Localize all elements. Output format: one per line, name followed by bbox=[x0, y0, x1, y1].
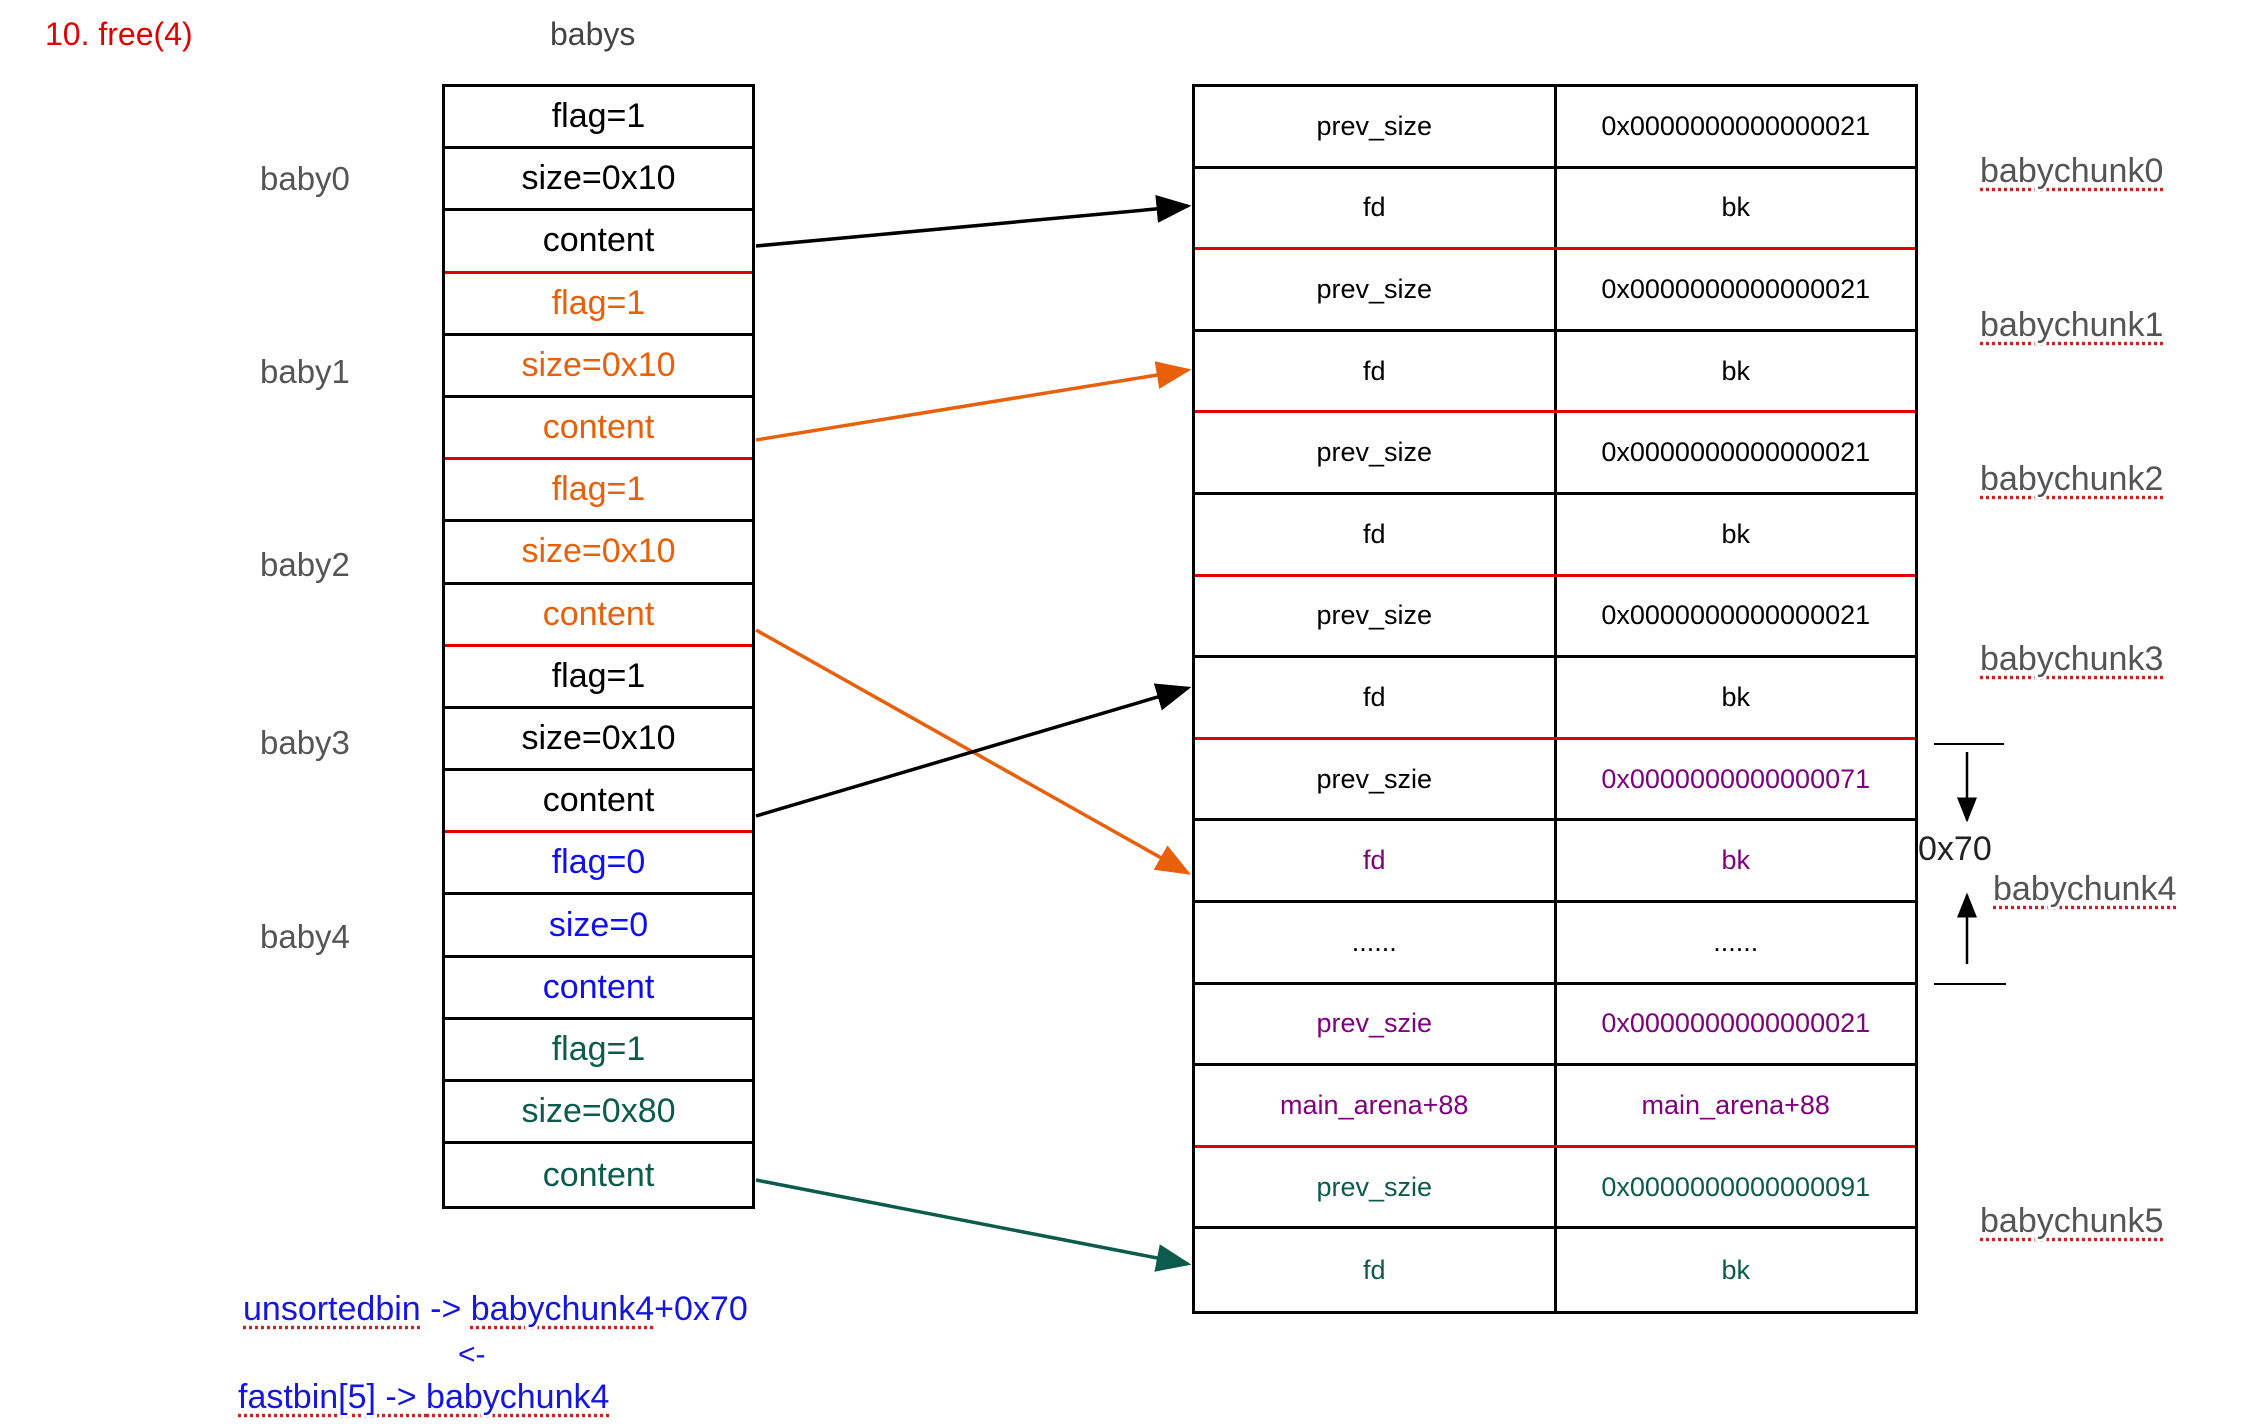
babys-cell: content bbox=[445, 958, 752, 1020]
chunk-label-0: babychunk0 bbox=[1980, 152, 2164, 190]
babys-cell: size=0x10 bbox=[445, 522, 752, 585]
babychunk4-text-1: babychunk4 bbox=[470, 1290, 655, 1328]
baby-label-1: baby1 bbox=[260, 353, 350, 390]
chunk-cell-left: fd bbox=[1195, 658, 1557, 737]
babys-cell: flag=1 bbox=[445, 647, 752, 709]
chunk-cell-left: prev_size bbox=[1195, 413, 1557, 492]
babys-cell: flag=1 bbox=[445, 274, 752, 336]
chunk-cell-right: bk bbox=[1721, 845, 1751, 876]
size-annotation: 0x70 bbox=[1918, 830, 1992, 868]
chunk-cell-left: fd bbox=[1195, 1229, 1557, 1311]
chunk-row: prev_szie 0x0000000000000091 bbox=[1195, 1147, 1915, 1230]
babys-cell: flag=1 bbox=[445, 460, 752, 523]
babys-cell: content bbox=[542, 1155, 655, 1194]
babys-cell: size=0x10 bbox=[445, 709, 752, 772]
babys-cell: flag=1 bbox=[445, 87, 752, 150]
chunk-cell-right: bk bbox=[1721, 192, 1751, 223]
arrow-baby0-content bbox=[755, 194, 1192, 248]
step-title: 10. free(4) bbox=[45, 16, 193, 52]
link-arrow-note: <- bbox=[458, 1338, 486, 1371]
babys-cell: content bbox=[445, 211, 752, 274]
chunk-row: prev_szie 0x0000000000000021 bbox=[1195, 984, 1915, 1067]
chunk-row: prev_size 0x0000000000000021 bbox=[1195, 413, 1915, 495]
chunk-row: fd bk bbox=[1195, 331, 1915, 414]
chunk-cell-right: 0x0000000000000021 bbox=[1601, 437, 1871, 468]
babys-cell: size=0 bbox=[445, 895, 752, 958]
chunk-cell-right: 0x0000000000000071 bbox=[1601, 763, 1871, 794]
chunk-cell-right: 0x0000000000000021 bbox=[1601, 110, 1871, 141]
chunk-cell-left: fd bbox=[1195, 494, 1557, 574]
babys-cell: content bbox=[445, 771, 752, 834]
chunk-cell-left: fd bbox=[1195, 821, 1557, 900]
chunk-row: fd bk bbox=[1195, 168, 1915, 251]
babys-cell: flag=1 bbox=[445, 1020, 752, 1082]
arrow-baby1-content bbox=[755, 361, 1192, 442]
chunk-cell-left: prev_szie bbox=[1195, 739, 1557, 819]
babys-title: babys bbox=[550, 16, 636, 52]
babys-cell: content bbox=[445, 585, 752, 647]
chunk-table: prev_size 0x0000000000000021 fd bk prev_size… bbox=[1192, 84, 1918, 1314]
baby-label-0: baby0 bbox=[260, 160, 350, 197]
chunk-label-4: babychunk4 bbox=[1993, 870, 2177, 908]
offset-text: +0x70 bbox=[654, 1290, 748, 1328]
chunk-row: fd bk bbox=[1195, 1229, 1915, 1311]
chunk-cell-right: bk bbox=[1721, 1254, 1751, 1285]
babys-cell: size=0x10 bbox=[445, 336, 752, 398]
chunk-row: ............ bbox=[1195, 902, 1915, 985]
chunk-row: fd bk bbox=[1195, 821, 1915, 903]
chunk-cell-left: main_arena+88 bbox=[1195, 1066, 1557, 1145]
arrow-text-1: -> bbox=[420, 1290, 471, 1328]
babys-cell: content bbox=[445, 398, 752, 461]
chunk-cell-left: fd bbox=[1195, 331, 1557, 411]
chunk-label-5: babychunk5 bbox=[1980, 1202, 2164, 1240]
chunk-cell-right: 0x0000000000000021 bbox=[1601, 600, 1871, 631]
chunk-cell-left: fd bbox=[1195, 168, 1557, 248]
arrow-baby3-content bbox=[755, 683, 1192, 818]
chunk-row: prev_size 0x0000000000000021 bbox=[1195, 576, 1915, 659]
arrow-baby5-content bbox=[755, 1178, 1192, 1272]
chunk-cell-right: bk bbox=[1721, 518, 1751, 549]
chunk-row: fd bk bbox=[1195, 494, 1915, 577]
chunk-cell-left: prev_szie bbox=[1195, 984, 1557, 1064]
babychunk4-text-2: babychunk4 bbox=[426, 1378, 610, 1416]
chunk-row: main_arena+88 main_arena+88 bbox=[1195, 1066, 1915, 1148]
baby-label-2: baby2 bbox=[260, 546, 350, 583]
fastbin-note: fastbin[5] -> babychunk4 bbox=[238, 1378, 609, 1417]
chunk-cell-right: 0x0000000000000021 bbox=[1601, 1008, 1871, 1039]
chunk-cell-left: prev_size bbox=[1195, 576, 1557, 656]
chunk-cell-left: prev_size bbox=[1195, 87, 1557, 166]
baby-label-3: baby3 bbox=[260, 724, 350, 761]
chunk-cell-right: main_arena+88 bbox=[1641, 1089, 1830, 1120]
chunk-cell-right: bk bbox=[1721, 355, 1751, 386]
fastbin-text: fastbin[5] -> bbox=[238, 1378, 427, 1416]
chunk-row: fd bk bbox=[1195, 658, 1915, 740]
chunk-row: prev_size 0x0000000000000021 bbox=[1195, 87, 1915, 169]
unsortedbin-note: unsortedbin -> babychunk4+0x70 bbox=[243, 1290, 748, 1329]
chunk-row: prev_szie 0x0000000000000071 bbox=[1195, 739, 1915, 822]
chunk-label-1: babychunk1 bbox=[1980, 306, 2164, 344]
unsortedbin-text: unsortedbin bbox=[243, 1290, 421, 1328]
chunk-cell-left: ...... bbox=[1195, 902, 1557, 982]
chunk-cell-right: bk bbox=[1721, 681, 1751, 712]
chunk-row: prev_size 0x0000000000000021 bbox=[1195, 250, 1915, 332]
chunk-cell-right: 0x0000000000000091 bbox=[1601, 1171, 1871, 1202]
chunk-cell-left: prev_szie bbox=[1195, 1147, 1557, 1227]
chunk-label-3: babychunk3 bbox=[1980, 640, 2164, 678]
chunk-cell-right: ...... bbox=[1713, 926, 1759, 957]
baby-label-4: baby4 bbox=[260, 918, 350, 955]
babys-cell: size=0x80 bbox=[445, 1082, 752, 1145]
chunk-cell-left: prev_size bbox=[1195, 250, 1557, 329]
chunk-cell-right: 0x0000000000000021 bbox=[1601, 273, 1871, 304]
babys-cell: flag=0 bbox=[445, 833, 752, 896]
babys-cell: size=0x10 bbox=[445, 149, 752, 212]
chunk-label-2: babychunk2 bbox=[1980, 460, 2164, 498]
